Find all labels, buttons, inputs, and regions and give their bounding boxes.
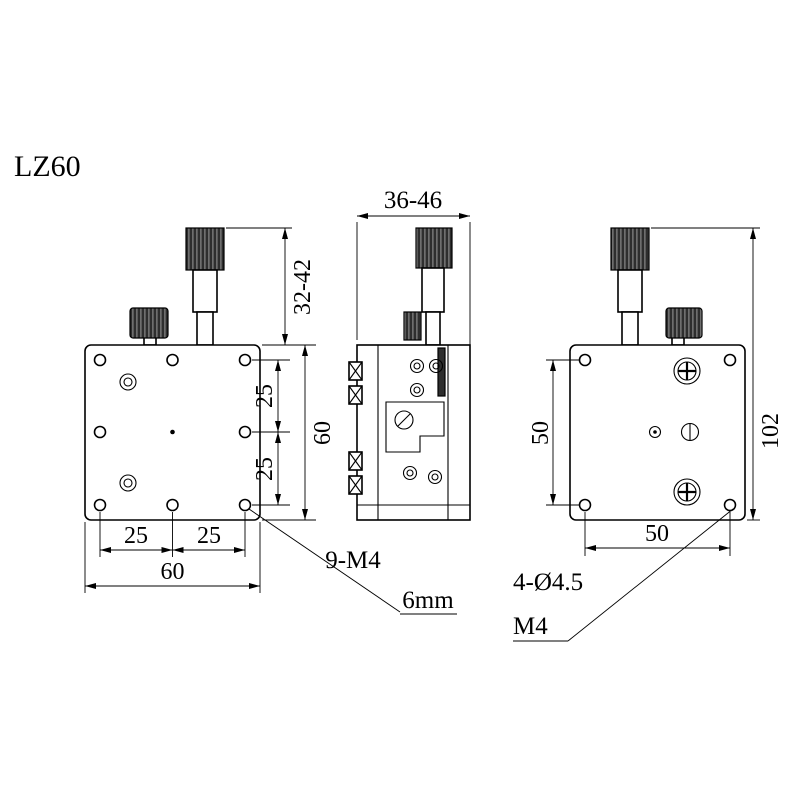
note-mount-holes: 9-M4 — [325, 547, 381, 574]
lock-knob-side — [403, 311, 422, 341]
mount-hole — [166, 498, 179, 512]
micrometer-side — [403, 227, 453, 346]
lock-knob-back — [665, 307, 703, 346]
micrometer-front — [185, 227, 225, 346]
micrometer-spindle — [621, 311, 639, 346]
dim-body-width-label: 36-46 — [384, 187, 442, 214]
dim-back-hole-spacing-v-label: 50 — [528, 421, 554, 445]
dim-hole-spacing-h2-label: 25 — [197, 523, 221, 549]
corner-hole — [578, 353, 592, 367]
dim-hole-spacing-horizontal: 25 25 — [99, 512, 246, 557]
lock-knob-front — [129, 307, 169, 346]
dim-hole-spacing-h1-label: 25 — [124, 523, 148, 549]
dim-plate-height: 60 — [262, 345, 336, 521]
micrometer-barrel — [192, 269, 218, 313]
counterbore-outer — [119, 373, 137, 391]
dim-plate-width-label: 60 — [161, 559, 185, 585]
front-counterbore-screws — [119, 373, 137, 492]
front-view: 32-42 60 25 25 25 25 — [84, 227, 457, 615]
rail-block — [348, 451, 363, 471]
dim-back-hole-spacing-h-label: 50 — [645, 521, 669, 547]
counterbore-inner — [123, 478, 133, 488]
note-thread: M4 — [513, 613, 548, 640]
dim-hole-spacing-v2-label: 25 — [252, 457, 278, 481]
slotted-adjust-screw — [680, 422, 700, 442]
dim-body-width: 36-46 — [356, 187, 471, 345]
mount-hole — [93, 498, 107, 512]
micrometer-knurled-head — [610, 227, 650, 271]
dim-back-hole-spacing-vertical: 50 — [528, 359, 580, 506]
mount-hole — [93, 353, 107, 367]
side-body — [348, 344, 471, 521]
leader-back-note: 4-Ø4.5 M4 — [513, 508, 734, 642]
back-view: 50 102 50 4-Ø4.5 M4 — [513, 227, 784, 642]
hex-bolt — [409, 382, 425, 398]
center-pivot — [648, 425, 662, 439]
dim-plate-width: 60 — [84, 522, 261, 593]
micrometer-back — [610, 227, 650, 346]
side-body-outline — [356, 344, 471, 521]
lock-knob-head — [665, 307, 703, 339]
note-corner-holes: 4-Ø4.5 — [513, 569, 583, 596]
phillips-screw-top — [673, 357, 701, 385]
dim-micrometer-height-label: 32-42 — [290, 259, 316, 315]
front-mount-holes — [93, 353, 252, 512]
micrometer-barrel — [617, 269, 643, 313]
hex-bolt — [402, 465, 418, 481]
micrometer-knurled-head — [185, 227, 225, 271]
micrometer-spindle — [425, 311, 441, 346]
mount-hole — [238, 425, 252, 439]
dim-hole-spacing-vertical: 25 25 — [252, 359, 290, 506]
mount-hole — [166, 353, 179, 367]
drawing-title: LZ60 — [14, 150, 81, 183]
micrometer-knurled-head — [415, 227, 453, 269]
lock-knob-head — [129, 307, 169, 339]
back-plate — [569, 344, 746, 521]
micrometer-barrel — [421, 267, 445, 313]
rail-block — [348, 385, 363, 405]
rail-block — [348, 361, 363, 381]
mount-hole — [238, 353, 252, 367]
dim-hole-spacing-v1-label: 25 — [252, 384, 278, 408]
slotted-screw — [394, 410, 414, 430]
note-thread-depth: 6mm — [402, 587, 454, 614]
counterbore-inner — [123, 377, 133, 387]
corner-hole — [578, 498, 592, 512]
hex-bolt — [409, 358, 425, 374]
dim-plate-height-label: 60 — [310, 421, 336, 445]
leader-front-note: 9-M4 6mm — [248, 508, 457, 615]
micrometer-spindle — [196, 311, 214, 346]
hex-bolt — [427, 469, 443, 485]
hex-bolt — [428, 358, 444, 374]
corner-hole — [723, 498, 737, 512]
mount-hole — [93, 425, 107, 439]
dim-back-hole-spacing-horizontal: 50 — [584, 512, 731, 556]
dim-micrometer-height: 32-42 — [226, 227, 316, 346]
counterbore-outer — [119, 474, 137, 492]
carriage-bracket — [385, 401, 445, 453]
corner-hole — [723, 353, 737, 367]
dim-total-height-label: 102 — [758, 413, 784, 449]
rail-block — [348, 475, 363, 495]
side-view: 36-46 — [348, 187, 471, 521]
mount-hole — [238, 498, 252, 512]
dim-total-height: 102 — [651, 227, 784, 521]
center-hole — [170, 429, 175, 435]
phillips-screw-bottom — [673, 478, 701, 506]
